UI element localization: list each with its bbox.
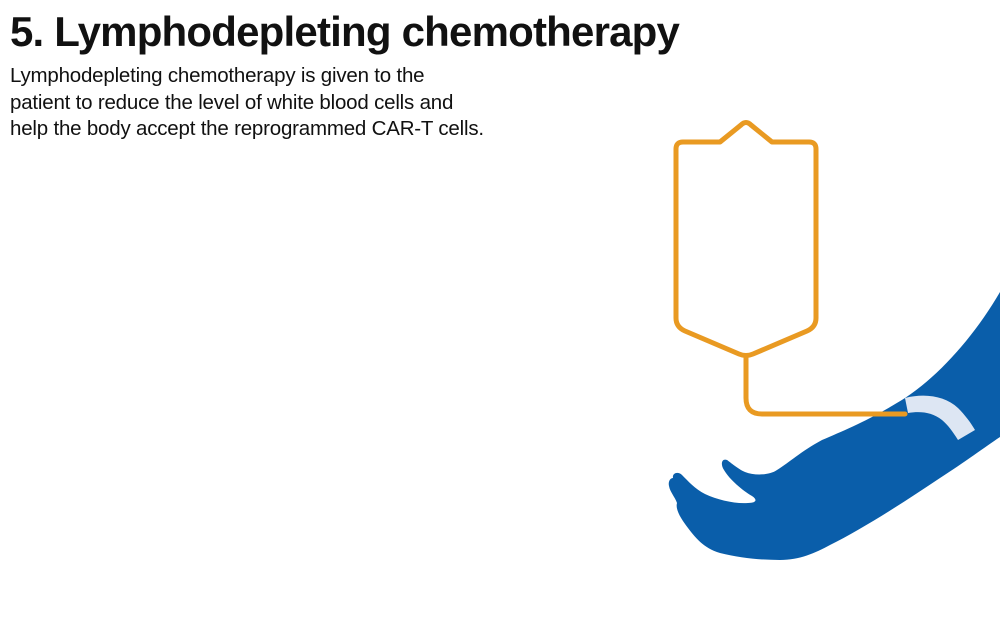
description-line-3: help the body accept the reprogrammed CA… [10,117,484,140]
description-text: Lymphodepleting chemotherapy is given to… [10,63,610,143]
description-line-1: Lymphodepleting chemotherapy is given to… [10,64,425,87]
tape-icon [905,395,975,440]
iv-bag-icon [673,120,908,417]
description-line-2: patient to reduce the level of white blo… [10,90,454,114]
page-title: 5. Lymphodepleting chemotherapy [10,8,680,55]
arm-icon [668,292,1000,560]
iv-tube [743,353,908,417]
